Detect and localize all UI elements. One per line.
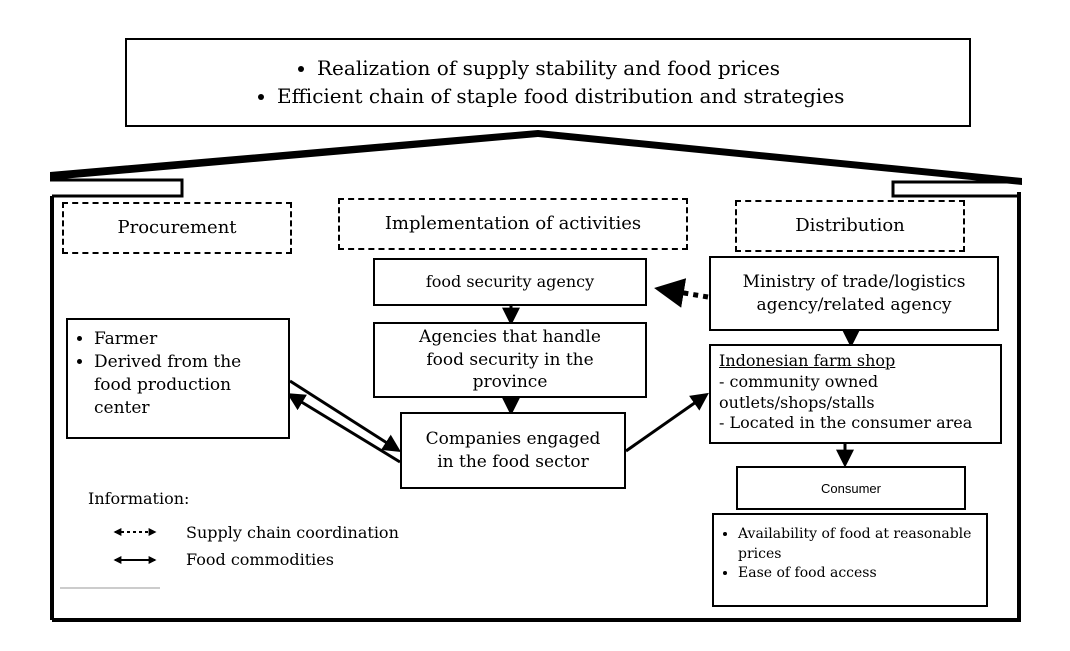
commodity-arrow-to-farmer: [286, 393, 401, 464]
procurement-header: Procurement: [62, 202, 292, 254]
farm-shop-line: - community owned outlets/shops/stalls: [719, 371, 879, 412]
legend-title: Information:: [88, 489, 190, 508]
farmer-item: Derived from the food production center: [94, 351, 280, 420]
legend-solid-label: Food commodities: [186, 550, 334, 569]
outcomes-box: Availability of food at reasonable price…: [712, 513, 988, 607]
left-eave: [50, 178, 184, 198]
food-security-agency-box: food security agency: [373, 258, 647, 306]
goals-list: Realization of supply stability and food…: [237, 54, 969, 110]
farmer-box: Farmer Derived from the food production …: [66, 318, 290, 439]
goal-item: Efficient chain of staple food distribut…: [277, 82, 969, 110]
goal-item: Realization of supply stability and food…: [317, 54, 969, 82]
consumer-box: Consumer: [736, 466, 966, 510]
farm-shop-line: - Located in the consumer area: [719, 413, 973, 433]
coordination-arrow: [654, 278, 709, 308]
outcome-item: Ease of food access: [738, 564, 978, 584]
roof: [50, 130, 1022, 185]
legend-dotted-label: Supply chain coordination: [186, 523, 399, 542]
implementation-header: Implementation of activities: [338, 198, 688, 250]
commodity-arrow-to-companies: [289, 379, 402, 452]
distribution-header: Distribution: [735, 200, 965, 252]
companies-box: Companies engaged in the food sector: [400, 412, 626, 489]
ministry-box: Ministry of trade/logistics agency/relat…: [709, 256, 999, 331]
outcomes-list: Availability of food at reasonable price…: [718, 525, 978, 584]
province-agencies-box: Agencies that handle food security in th…: [373, 322, 647, 398]
farmer-list: Farmer Derived from the food production …: [74, 328, 280, 420]
farmer-item: Farmer: [94, 328, 280, 351]
right-eave: [891, 180, 1022, 198]
arrow-companies-to-shop: [625, 392, 709, 453]
farm-shop-box: Indonesian farm shop - community owned o…: [709, 344, 1002, 444]
outcome-item: Availability of food at reasonable price…: [738, 525, 978, 564]
goals-box: Realization of supply stability and food…: [125, 38, 971, 127]
farm-shop-title: Indonesian farm shop: [719, 351, 896, 370]
